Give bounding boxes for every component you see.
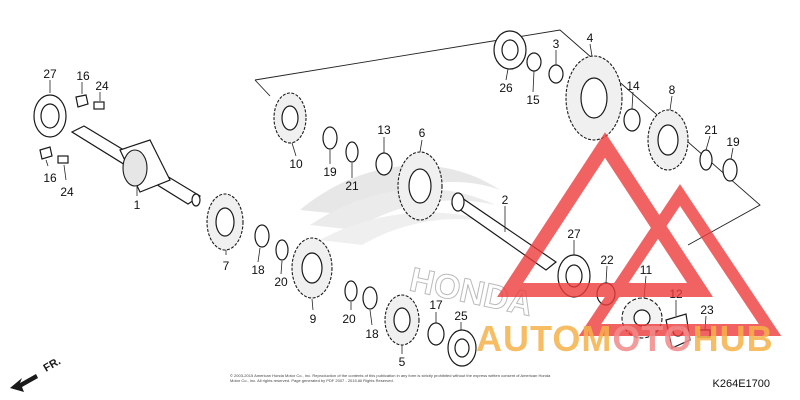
callout-8: 8 bbox=[669, 83, 676, 97]
callout-1: 1 bbox=[134, 198, 141, 212]
callout-14: 14 bbox=[626, 79, 640, 93]
callout-4: 4 bbox=[587, 31, 594, 45]
callout-19-right: 19 bbox=[726, 135, 740, 149]
gear-10 bbox=[273, 92, 307, 144]
callout-26: 26 bbox=[499, 81, 513, 95]
callout-16-bottom: 16 bbox=[43, 171, 57, 185]
callout-21-upper: 21 bbox=[345, 179, 359, 193]
washer-19-right bbox=[722, 158, 738, 182]
leader-lines bbox=[45, 43, 734, 354]
gear-8 bbox=[647, 109, 689, 171]
watermark-part-3: HUB bbox=[692, 318, 774, 359]
mainshaft-1 bbox=[70, 125, 202, 207]
plate-16-bottom bbox=[39, 146, 53, 160]
assembly-plane-edge bbox=[254, 79, 271, 97]
bearing-25 bbox=[447, 329, 477, 367]
washer-18-left bbox=[254, 224, 270, 248]
washer-14 bbox=[623, 108, 641, 132]
bushing-13 bbox=[375, 152, 393, 176]
callout-3: 3 bbox=[553, 37, 560, 51]
gear-9 bbox=[291, 237, 333, 299]
callout-2: 2 bbox=[502, 193, 509, 207]
bushing-3 bbox=[548, 64, 564, 84]
callout-17: 17 bbox=[429, 298, 443, 312]
circlip-21-right bbox=[699, 149, 713, 171]
callout-19-upper: 19 bbox=[323, 165, 337, 179]
callout-18-right: 18 bbox=[365, 327, 379, 341]
gear-4 bbox=[565, 55, 623, 141]
callout-21-right: 21 bbox=[704, 123, 718, 137]
circlip-20-left bbox=[275, 239, 289, 261]
watermark-text: AUTOMOTOHUB bbox=[476, 318, 774, 360]
callout-23: 23 bbox=[700, 303, 714, 317]
washer-15 bbox=[526, 52, 542, 72]
gear-6 bbox=[397, 151, 443, 221]
callout-25: 25 bbox=[454, 309, 468, 323]
callout-20-left: 20 bbox=[274, 275, 288, 289]
gear-5 bbox=[384, 294, 420, 346]
callout-18-left: 18 bbox=[251, 263, 265, 277]
callout-6: 6 bbox=[419, 126, 426, 140]
callout-labels: 27 16 24 16 24 1 7 18 20 9 20 18 5 17 25… bbox=[43, 31, 740, 369]
callout-20-right: 20 bbox=[342, 312, 356, 326]
watermark-part-1: AUTOM bbox=[476, 318, 613, 359]
copyright-notice: © 2003-2015 American Honda Motor Co., In… bbox=[230, 373, 551, 383]
diagram-code: K264E1700 bbox=[712, 378, 771, 390]
callout-27-right: 27 bbox=[567, 227, 581, 241]
washer-19-upper bbox=[322, 126, 338, 150]
callout-10: 10 bbox=[289, 157, 303, 171]
bolt-24-top bbox=[93, 101, 105, 110]
callout-16-top: 16 bbox=[76, 69, 90, 83]
bolt-24-bottom bbox=[57, 155, 69, 164]
circlip-21-upper bbox=[345, 141, 359, 163]
callout-24-top: 24 bbox=[95, 79, 109, 93]
callout-27-left: 27 bbox=[43, 67, 57, 81]
callout-13: 13 bbox=[377, 123, 391, 137]
front-direction-label: FR. bbox=[42, 355, 63, 374]
callout-24-bottom: 24 bbox=[60, 185, 74, 199]
callout-11: 11 bbox=[640, 263, 653, 277]
callout-7: 7 bbox=[223, 259, 230, 273]
gear-7 bbox=[206, 193, 244, 251]
callout-9: 9 bbox=[310, 312, 317, 326]
washer-17 bbox=[427, 322, 445, 346]
watermark-logo-triangles bbox=[497, 132, 782, 336]
front-direction-arrow: FR. bbox=[10, 355, 63, 392]
callout-22: 22 bbox=[600, 253, 614, 267]
circlip-20-right bbox=[344, 280, 358, 302]
watermark-part-2: OTO bbox=[612, 318, 693, 359]
callout-15: 15 bbox=[526, 93, 540, 107]
callout-5: 5 bbox=[399, 355, 406, 369]
plate-16-top bbox=[75, 94, 89, 108]
bearing-27-left bbox=[33, 94, 67, 138]
washer-18-right bbox=[362, 286, 378, 310]
bearing-26 bbox=[493, 30, 527, 70]
